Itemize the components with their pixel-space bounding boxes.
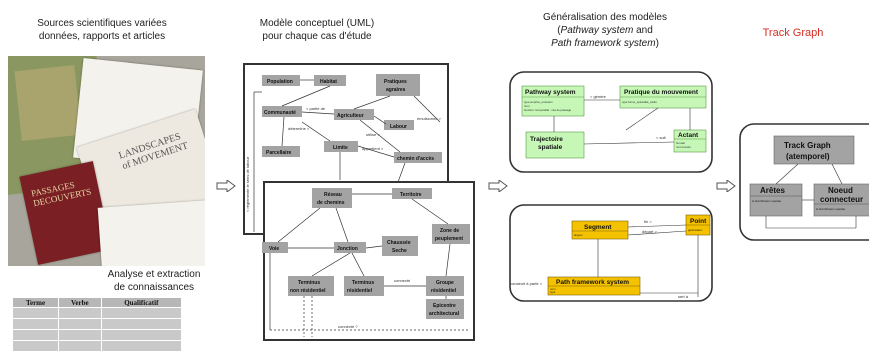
table-row xyxy=(11,318,183,330)
svg-text:sert à: sert à xyxy=(678,294,689,299)
svg-text:humain: humain xyxy=(676,141,686,145)
aretes-class: Arêtes xyxy=(760,186,785,195)
uml-class-terminus-residentiel: Terminus xyxy=(352,280,374,286)
uml-class-territoire: Territoire xyxy=(400,192,422,198)
svg-text:spatiale: spatiale xyxy=(538,144,563,151)
yellow-class-segment: Segment xyxy=(584,224,612,231)
table-header-qualificatif: Qualificatif xyxy=(100,297,183,308)
uml-class-reseau: Réseau xyxy=(324,192,342,198)
yellow-class-point: Point xyxy=(690,218,707,225)
uml-class-habitat: Habitat xyxy=(320,79,337,85)
svg-text:départ >: départ > xyxy=(642,229,657,234)
svg-text:de chemins: de chemins xyxy=(317,200,345,206)
svg-text:type:forme_spécialité_cadre: type:forme_spécialité_cadre xyxy=(622,100,657,104)
svg-text:connecteur: connecteur xyxy=(820,195,863,204)
table-header-terme: Terme xyxy=(11,297,60,308)
svg-text:non-humain: non-humain xyxy=(676,145,691,149)
uml-class-groupe-residentiel: Groupe xyxy=(436,280,454,286)
svg-text:agraires: agraires xyxy=(386,87,406,93)
svg-text:Seche: Seche xyxy=(392,248,407,254)
svg-text:< génère: < génère xyxy=(590,94,607,99)
uml-class-chemin-acces: chemin d'accès xyxy=(397,156,434,162)
uml-class-limite: Limite xyxy=(333,145,348,151)
uml-class-terminus-non-residentiel: Terminus xyxy=(298,280,320,286)
svg-text:< partie de: < partie de xyxy=(306,106,326,111)
green-class-actant: Actant xyxy=(678,132,699,139)
table-row xyxy=(11,340,183,352)
paper-title-landscapes: LANDSCAPES of MOVEMENT xyxy=(117,131,190,173)
green-class-trajectoire: Trajectoire xyxy=(530,136,563,143)
green-class-pathway-system: Pathway system xyxy=(525,89,576,96)
svg-text:connecté: connecté xyxy=(394,278,411,283)
svg-text:< suit: < suit xyxy=(656,135,667,140)
svg-text:fonction: temporalité : cas de: fonction: temporalité : cas de passage xyxy=(524,108,572,112)
uml-diagram: Population Habitat Pratiques agraires Co… xyxy=(243,63,475,341)
uml-class-epicentre: Epicentre xyxy=(433,303,456,309)
uml-class-population: Population xyxy=(267,79,293,85)
knowledge-extraction-table: Terme Verbe Qualificatif xyxy=(11,297,183,352)
svg-text:détermine >: détermine > xyxy=(288,126,310,131)
uml-class-voie: Voie xyxy=(269,246,279,252)
paper-title-passages: PASSAGES DECOUVERTS xyxy=(30,179,93,209)
uml-class-parcellaire: Parcellaire xyxy=(266,150,292,156)
svg-text:id identificateur spatiale: id identificateur spatiale xyxy=(752,199,782,203)
svg-text:utilise >: utilise > xyxy=(366,132,380,137)
pathway-system-model: Pathway system type:emprise_emission nom… xyxy=(509,71,713,173)
svg-text:appartient >: appartient > xyxy=(362,146,384,151)
svg-text:géolocation: géolocation xyxy=(688,228,703,232)
path-framework-model: Segment largeur Point géolocation Path f… xyxy=(509,204,713,302)
uml-class-pratiques: Pratiques xyxy=(384,79,407,85)
svg-text:construit à partir >: construit à partir > xyxy=(510,281,543,286)
svg-text:émulsionne >: émulsionne > xyxy=(417,116,442,121)
svg-text:connecté ?: connecté ? xyxy=(338,324,358,329)
track-graph-class: Track Graph xyxy=(784,141,831,150)
table-row xyxy=(11,329,183,341)
uml-class-jonction: Jonction xyxy=(337,246,358,252)
svg-text:résidentiel: résidentiel xyxy=(431,288,457,294)
research-papers-photo: LANDSCAPES of MOVEMENT PASSAGES DECOUVER… xyxy=(8,56,205,266)
uml-class-chaussee: Chaussée xyxy=(387,240,411,246)
track-graph-caption: Track Graph xyxy=(762,27,824,39)
svg-text:(atemporel): (atemporel) xyxy=(786,152,830,161)
svg-text:fin >: fin > xyxy=(644,219,652,224)
svg-text:architectural: architectural xyxy=(429,311,460,317)
sources-caption: Sources scientifiques variées données, r… xyxy=(37,18,167,42)
svg-text:non résidentiel: non résidentiel xyxy=(290,288,326,294)
svg-text:nom: nom xyxy=(550,287,556,291)
analysis-caption: Analyse et extraction de connaissances xyxy=(107,269,201,293)
uml-class-labour: Labour xyxy=(390,124,407,130)
svg-text:type:emprise_emission: type:emprise_emission xyxy=(524,100,553,104)
svg-text:largeur: largeur xyxy=(574,233,583,237)
svg-text:résidentiel: résidentiel xyxy=(347,288,373,294)
svg-text:peuplement: peuplement xyxy=(435,236,463,242)
uml-class-agriculteur: Agriculteur xyxy=(337,113,364,119)
svg-text:id identificateur spatiale: id identificateur spatiale xyxy=(816,207,846,211)
green-class-pratique-mouvement: Pratique du mouvement xyxy=(624,89,699,96)
track-graph-model: Track Graph (atemporel) Arêtes id identi… xyxy=(739,123,869,241)
generalisation-caption: Généralisation des modèles (Pathway syst… xyxy=(543,12,667,49)
svg-text:nom: nom xyxy=(524,104,530,108)
yellow-class-path-framework: Path framework system xyxy=(556,279,629,286)
svg-text:type: type xyxy=(550,290,556,294)
uml-class-zone-peuplement: Zone de xyxy=(440,228,459,234)
table-row xyxy=(11,307,183,319)
flow-arrow-icon xyxy=(488,180,508,192)
svg-text:< réglemente le sens de labour: < réglemente le sens de labour xyxy=(245,156,250,212)
flow-arrow-icon xyxy=(216,180,236,192)
uml-class-communaute: Communauté xyxy=(264,110,296,116)
noeud-connecteur-class: Noeud xyxy=(828,186,853,195)
uml-caption: Modèle conceptuel (UML) pour chaque cas … xyxy=(259,18,375,42)
table-header-verbe: Verbe xyxy=(58,297,102,308)
flow-arrow-icon xyxy=(716,180,736,192)
